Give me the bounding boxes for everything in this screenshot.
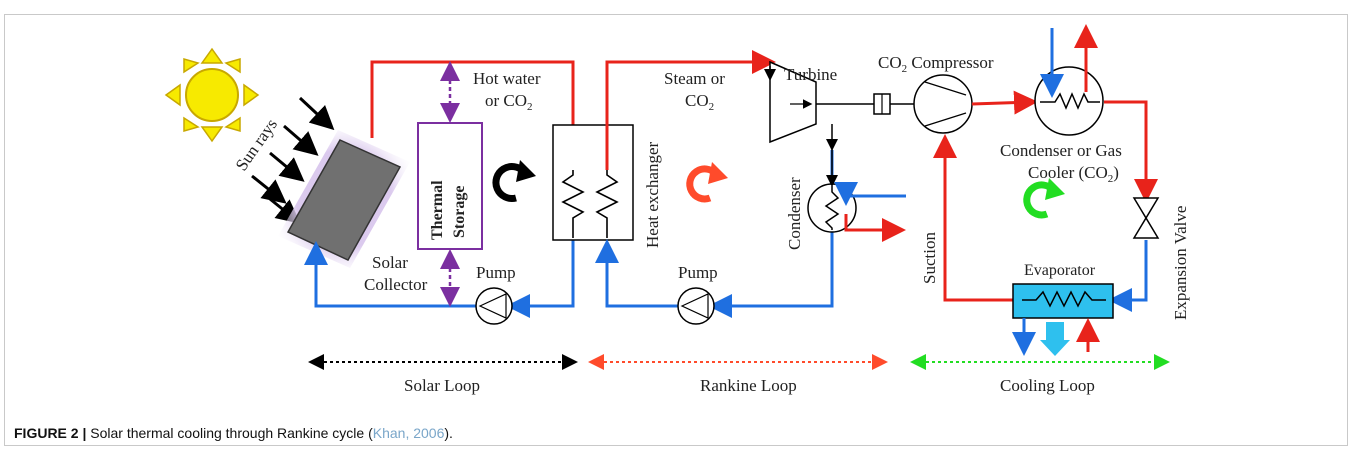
- figure-caption-citation[interactable]: Khan, 2006: [372, 425, 445, 441]
- heat-exchanger-coil-left: [561, 170, 585, 238]
- hot-water-label-2: or CO2: [485, 91, 533, 113]
- figure-caption-text: Solar thermal cooling through Rankine cy…: [86, 425, 373, 441]
- figure-caption-label: FIGURE 2 |: [14, 425, 87, 441]
- steam-label-2: CO2: [685, 91, 714, 113]
- turbine: [769, 60, 817, 144]
- condenser-label: Condenser: [785, 177, 804, 250]
- thermal-storage-label-2: Storage: [451, 186, 468, 238]
- co2-compressor-label: CO2 Compressor: [878, 53, 994, 75]
- gas-cooler-outlet: [1104, 100, 1158, 203]
- figure-caption: FIGURE 2 | Solar thermal cooling through…: [14, 425, 453, 441]
- valve-to-evaporator: [1108, 240, 1148, 312]
- solar-pump-label: Pump: [476, 263, 516, 282]
- turbine-label: Turbine: [784, 65, 837, 84]
- solar-collector: [278, 130, 410, 268]
- rankine-pump-label: Pump: [678, 263, 718, 282]
- solar-collector-label-2: Collector: [364, 275, 428, 294]
- steam-label-1: Steam or: [664, 69, 725, 88]
- solar-loop-circulation-icon: [492, 160, 536, 202]
- hot-water-label-1: Hot water: [473, 69, 541, 88]
- solar-cold-line: [506, 238, 575, 318]
- gas-cooler-label-2: Cooler (CO2): [1028, 163, 1119, 185]
- heat-exchanger-label: Heat exchanger: [643, 141, 662, 248]
- evaporator-coil: [1022, 290, 1106, 308]
- condenser-cooling-in: [834, 182, 906, 206]
- gas-cooler-label-1: Condenser or Gas: [1000, 141, 1122, 160]
- heat-exchanger: [552, 124, 634, 241]
- heat-exchanger-coil-right: [595, 170, 619, 238]
- rankine-condenser: [807, 183, 857, 233]
- solar-collector-label-1: Solar: [372, 253, 408, 272]
- rankine-loop-circulation-icon: [686, 162, 728, 203]
- condenser-cooling-out: [844, 214, 906, 242]
- evaporator: [1012, 283, 1114, 319]
- solar-pump: [475, 287, 513, 325]
- solar-loop-label: Solar Loop: [404, 376, 480, 395]
- sun-icon: [164, 47, 260, 143]
- thermal-storage-label-1: Thermal: [429, 180, 446, 240]
- suction-line: [933, 134, 1013, 302]
- rankine-cold-return-2: [595, 239, 678, 308]
- rankine-hot-line: [605, 50, 776, 170]
- solar-hot-line: [370, 60, 585, 176]
- cooling-loop-circulation-icon: [1023, 178, 1065, 219]
- suction-label: Suction: [920, 232, 939, 284]
- thermal-storage: [417, 122, 483, 250]
- rankine-cold-return: [708, 150, 834, 318]
- cooling-loop-label: Cooling Loop: [1000, 376, 1095, 395]
- rankine-pump: [677, 287, 715, 325]
- compressor-discharge: [971, 90, 1038, 115]
- solar-cold-return: [304, 241, 476, 308]
- rankine-loop-label: Rankine Loop: [700, 376, 797, 395]
- co2-compressor: [913, 74, 973, 134]
- gas-cooler: [1034, 66, 1104, 136]
- figure-caption-end: ).: [444, 425, 453, 441]
- cooling-output-arrow-icon: [1040, 322, 1070, 356]
- evaporator-label: Evaporator: [1024, 262, 1096, 279]
- expansion-valve: [1132, 197, 1160, 239]
- expansion-valve-label: Expansion Valve: [1171, 206, 1190, 320]
